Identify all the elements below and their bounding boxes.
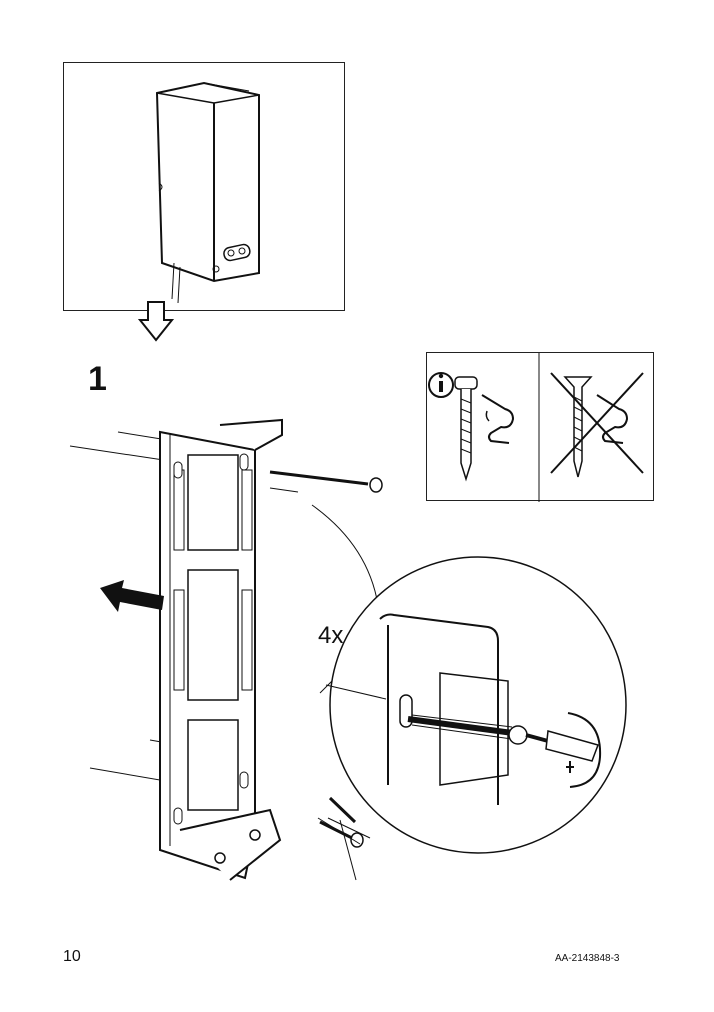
pan-head-screw-icon bbox=[454, 376, 478, 482]
speaker-panel bbox=[63, 62, 345, 311]
info-box bbox=[426, 352, 654, 502]
step-number: 1 bbox=[88, 360, 107, 398]
bracket-illustration bbox=[69, 418, 383, 881]
hand-pointer-icon bbox=[481, 394, 515, 444]
down-arrow-icon bbox=[137, 301, 175, 342]
page-number: 10 bbox=[63, 948, 81, 965]
countersunk-screw-crossed-icon bbox=[550, 372, 644, 478]
quantity-label: 4x bbox=[318, 622, 344, 649]
screwdriver-detail-illustration bbox=[311, 504, 627, 854]
direction-arrow-icon bbox=[100, 580, 164, 612]
document-id: AA-2143848-3 bbox=[555, 953, 620, 964]
speaker-illustration bbox=[155, 81, 260, 304]
info-icon bbox=[428, 372, 454, 398]
